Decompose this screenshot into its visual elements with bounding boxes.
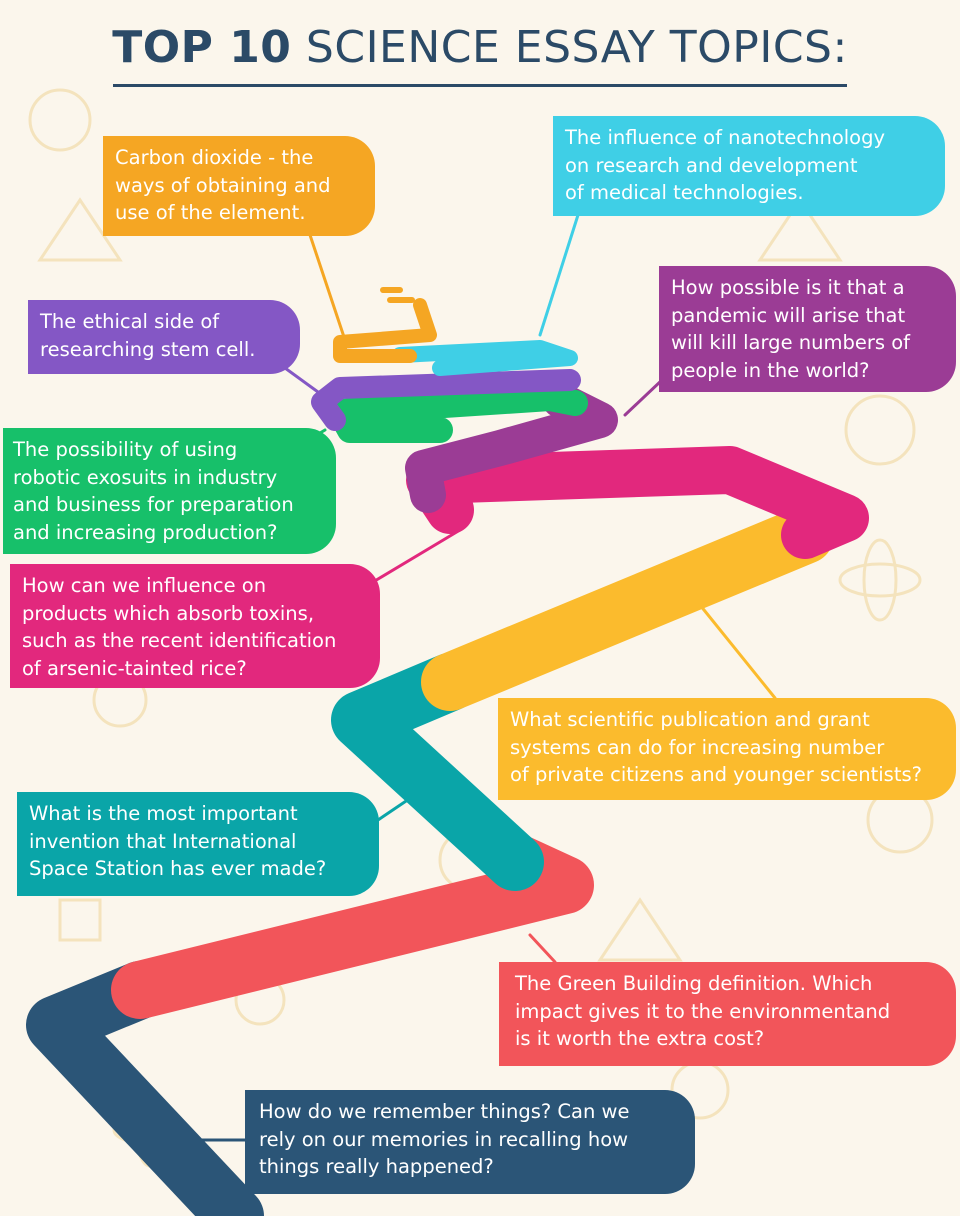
title-rest: SCIENCE ESSAY TOPICS: [305, 22, 848, 73]
connector-2 [538, 213, 580, 337]
path-segment-orange [333, 298, 437, 363]
connector-9 [528, 933, 557, 964]
path-segment-teal [331, 653, 544, 891]
topic-4-line-2: researching stem cell. [40, 337, 256, 361]
topic-1-line-2: ways of obtaining and [115, 173, 331, 197]
connector-3 [623, 378, 664, 417]
topic-6-line-3: such as the recent identification [22, 629, 337, 652]
connector-1 [308, 233, 347, 342]
topic-6-line-4: of arsenic-tainted rice? [22, 656, 247, 680]
title-underline [113, 84, 847, 87]
topic-5-line-1: The possibility of using [13, 438, 238, 461]
topic-10-line-1: How do we remember things? Can we [259, 1100, 630, 1123]
topic-5-line-3: and business for preparation [13, 493, 294, 516]
topic-card-10: How do we remember things? Can we rely o… [245, 1090, 695, 1194]
topic-2-line-2: on research and development [565, 153, 858, 177]
topic-10-line-3: things really happened? [259, 1155, 494, 1178]
title-bold: TOP 10 [112, 22, 292, 73]
topic-card-9: The Green Building definition. Which imp… [499, 962, 956, 1066]
topic-3-line-2: pandemic will arise that [671, 303, 906, 327]
topic-4-line-1: The ethical side of [40, 310, 220, 333]
connector-6 [366, 528, 462, 587]
topic-5-line-2: robotic exosuits in industry [13, 465, 278, 489]
topic-card-5: The possibility of using robotic exosuit… [3, 428, 336, 554]
topic-8-line-2: invention that International [29, 829, 297, 853]
topic-2-line-3: of medical technologies. [565, 181, 804, 204]
topic-7-line-2: systems can do for increasing number [510, 735, 885, 759]
topic-7-line-1: What scientific publication and grant [510, 708, 870, 731]
topic-3-line-3: will kill large numbers of [671, 331, 911, 354]
topic-card-2: The influence of nanotechnology on resea… [553, 116, 945, 216]
topic-8-line-1: What is the most important [29, 802, 298, 825]
topic-card-1: Carbon dioxide - the ways of obtaining a… [103, 136, 375, 236]
topic-8-line-3: Space Station has ever made? [29, 857, 327, 880]
connector-4 [283, 366, 320, 394]
topic-3-line-1: How possible is it that a [671, 276, 905, 299]
topic-9-line-2: impact gives it to the environmentand [515, 999, 891, 1023]
topic-10-line-2: rely on our memories in recalling how [259, 1127, 629, 1151]
topic-3-line-4: people in the world? [671, 358, 870, 382]
topic-6-line-2: products which absorb toxins, [22, 601, 315, 625]
path-segment-cyan [392, 340, 578, 376]
connector-7 [698, 603, 777, 700]
topic-card-4: The ethical side of researching stem cel… [28, 300, 300, 374]
topic-card-6: How can we influence on products which a… [10, 564, 380, 688]
path-segment-navy [26, 961, 264, 1216]
topic-7-line-3: of private citizens and younger scientis… [510, 763, 922, 786]
path-segment-plum [405, 382, 618, 513]
page-title: TOP 10 SCIENCE ESSAY TOPICS: [0, 22, 960, 73]
path-segment-purple [311, 369, 581, 431]
topic-6-line-1: How can we influence on [22, 574, 267, 597]
topic-9-line-1: The Green Building definition. Which [515, 972, 873, 995]
topic-1-line-1: Carbon dioxide - the [115, 146, 314, 169]
topic-card-3: How possible is it that a pandemic will … [659, 266, 956, 392]
topic-card-8: What is the most important invention tha… [17, 792, 379, 896]
topic-card-7: What scientific publication and grant sy… [498, 698, 956, 800]
topic-5-line-4: and increasing production? [13, 520, 278, 544]
topic-2-line-1: The influence of nanotechnology [565, 126, 886, 149]
topic-9-line-3: is it worth the extra cost? [515, 1027, 765, 1050]
path-segment-yellow [421, 506, 834, 711]
topic-1-line-3: use of the element. [115, 201, 306, 224]
